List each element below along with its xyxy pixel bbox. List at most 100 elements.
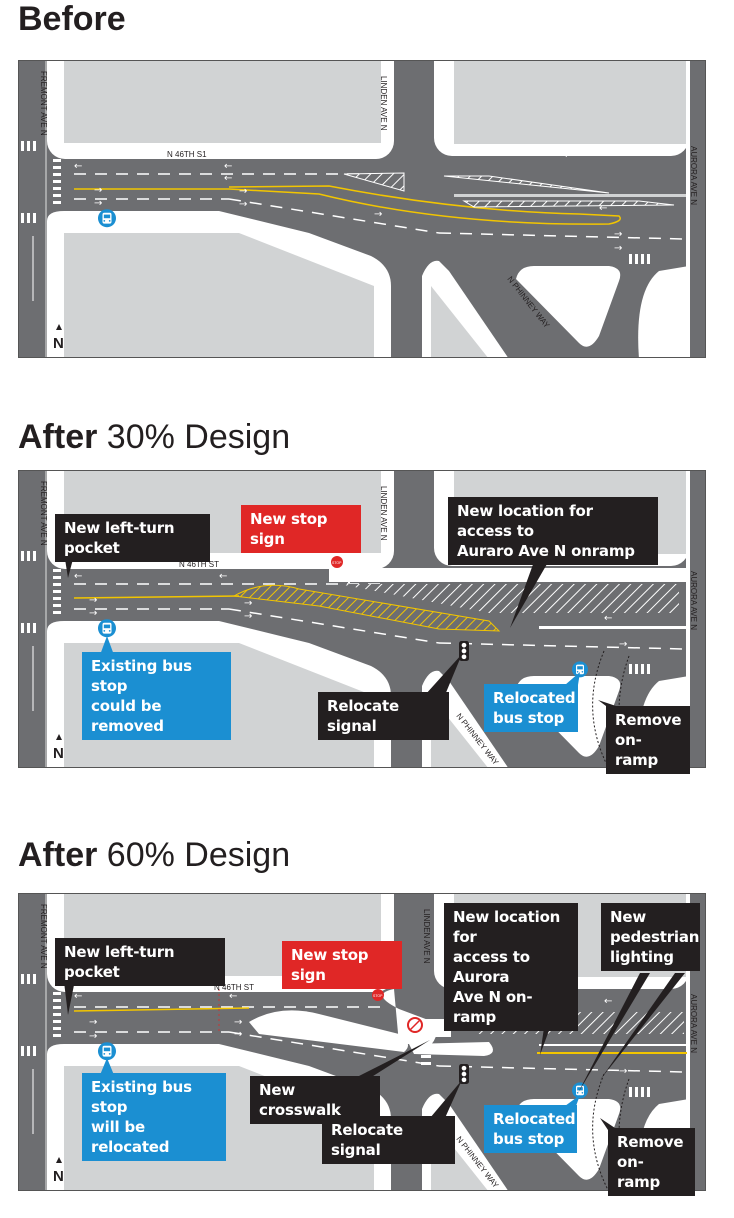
svg-text:←: ← bbox=[564, 150, 572, 161]
lane-arrow-icon: ← bbox=[74, 161, 82, 172]
title-bold: After bbox=[18, 836, 98, 874]
stop-sign-text: STOP bbox=[332, 561, 342, 565]
bus-stop-icon bbox=[572, 1082, 588, 1099]
callout-text: bus stop bbox=[493, 1130, 565, 1148]
svg-text:←: ← bbox=[74, 571, 82, 582]
callout-text: New location for bbox=[453, 908, 561, 946]
street-label-n46th: N 46TH ST bbox=[179, 560, 219, 569]
street-label-aurora: AURORA AVE N bbox=[689, 146, 698, 205]
center-line bbox=[73, 595, 240, 599]
callout-text: New bbox=[610, 908, 646, 926]
callout-remove-onramp: Remove on-ramp bbox=[608, 1128, 695, 1196]
svg-text:→: → bbox=[89, 1031, 97, 1042]
callout-new-stop-sign: New stop sign bbox=[282, 941, 402, 989]
svg-text:→: → bbox=[619, 639, 627, 650]
bus-stop-icon bbox=[98, 1042, 116, 1061]
svg-text:←: ← bbox=[224, 173, 232, 184]
svg-text:←: ← bbox=[604, 996, 612, 1007]
title-rest: 30% Design bbox=[97, 418, 291, 456]
callout-text: New location for access to bbox=[457, 502, 593, 540]
callout-new-stop-sign: New stop sign bbox=[241, 505, 361, 553]
svg-text:→: → bbox=[234, 1017, 242, 1028]
callout-text: New stop sign bbox=[250, 510, 328, 548]
svg-text:→: → bbox=[614, 229, 622, 240]
section-title-30: After 30% Design bbox=[18, 418, 290, 457]
callout-text: Existing bus stop bbox=[91, 657, 192, 695]
callout-relocate-signal: Relocate signal bbox=[322, 1116, 455, 1164]
callout-text: New left-turn pocket bbox=[64, 519, 175, 557]
street-label-n46th: N 46TH ST bbox=[214, 983, 254, 992]
callout-text: access to Aurora bbox=[453, 948, 530, 986]
svg-text:←: ← bbox=[229, 991, 237, 1002]
stop-sign-text: STOP bbox=[373, 994, 383, 998]
center-line bbox=[74, 185, 621, 225]
svg-text:←: ← bbox=[219, 571, 227, 582]
svg-text:→: → bbox=[374, 209, 382, 220]
section-title-before: Before bbox=[18, 0, 126, 39]
svg-text:→: → bbox=[244, 611, 252, 622]
callout-text: Relocate signal bbox=[331, 1121, 403, 1159]
title-rest: 60% Design bbox=[97, 836, 291, 874]
callout-new-left-turn-pocket: New left-turn pocket bbox=[55, 938, 225, 986]
svg-text:→: → bbox=[89, 1017, 97, 1028]
traffic-signal-icon bbox=[459, 641, 469, 661]
title-bold: After bbox=[18, 418, 98, 456]
north-label: N bbox=[53, 335, 64, 352]
hatched-median bbox=[462, 200, 675, 208]
north-arrow-icon bbox=[56, 1157, 62, 1163]
callout-text: Relocated bbox=[493, 1110, 576, 1128]
street-label-fremont: FREMONT AVE N bbox=[39, 481, 48, 546]
callout-relocated-bus-stop: Relocated bus stop bbox=[484, 1105, 577, 1153]
callout-text: New left-turn pocket bbox=[64, 943, 175, 981]
callout-text: New crosswalk bbox=[259, 1081, 341, 1119]
svg-text:→: → bbox=[239, 199, 247, 210]
bus-stop-icon bbox=[572, 661, 588, 678]
callout-text: Existing bus stop bbox=[91, 1078, 192, 1116]
north-arrow-icon bbox=[56, 734, 62, 740]
center-line bbox=[73, 1007, 250, 1012]
callout-text: lighting bbox=[610, 948, 674, 966]
svg-text:←: ← bbox=[74, 991, 82, 1002]
callout-text: on-ramp bbox=[617, 1153, 661, 1191]
svg-text:←: ← bbox=[599, 203, 607, 214]
svg-text:→: → bbox=[244, 598, 252, 609]
svg-text:→: → bbox=[89, 608, 97, 619]
street-label-fremont: FREMONT AVE N bbox=[39, 904, 48, 969]
callout-text: Relocate signal bbox=[327, 697, 399, 735]
lane-arrow-icon: → bbox=[94, 185, 102, 196]
map-30-design: ←← →→→→ ←→ STOP N 46TH ST FREMONT AVE N … bbox=[18, 470, 706, 768]
callout-text: bus stop bbox=[493, 709, 565, 727]
street-label-n46th: N 46TH S1 bbox=[167, 150, 207, 159]
stop-sign-icon bbox=[372, 989, 384, 1001]
north-label: N bbox=[53, 745, 64, 762]
stop-sign-icon bbox=[331, 556, 343, 568]
street-label-aurora: AURORA AVE N bbox=[689, 571, 698, 630]
bus-stop-icon bbox=[98, 619, 116, 638]
svg-text:→: → bbox=[619, 1066, 627, 1077]
callout-text: Auraro Ave N onramp bbox=[457, 542, 635, 560]
callout-text: will be relocated bbox=[91, 1118, 170, 1156]
yellow-hatched-median bbox=[232, 584, 501, 632]
north-arrow-icon bbox=[56, 324, 62, 330]
street-label-aurora: AURORA AVE N bbox=[689, 994, 698, 1053]
callout-text: Remove bbox=[617, 1133, 684, 1151]
callout-new-onramp-access: New location for access to Auraro Ave N o… bbox=[448, 497, 658, 565]
callout-relocate-signal: Relocate signal bbox=[318, 692, 449, 740]
callout-text: Ave N on-ramp bbox=[453, 988, 533, 1026]
hatched-median bbox=[339, 584, 679, 613]
svg-text:→: → bbox=[89, 595, 97, 606]
street-label-fremont: FREMONT AVE N bbox=[39, 71, 48, 136]
north-label: N bbox=[53, 1168, 64, 1185]
svg-text:→: → bbox=[234, 1029, 242, 1040]
callout-text: Remove bbox=[615, 711, 682, 729]
street-label-linden: LINDEN AVE N bbox=[379, 486, 388, 541]
title-bold: Before bbox=[18, 0, 126, 38]
hatched-median bbox=[343, 172, 405, 192]
callout-new-left-turn-pocket: New left-turn pocket bbox=[55, 514, 210, 562]
